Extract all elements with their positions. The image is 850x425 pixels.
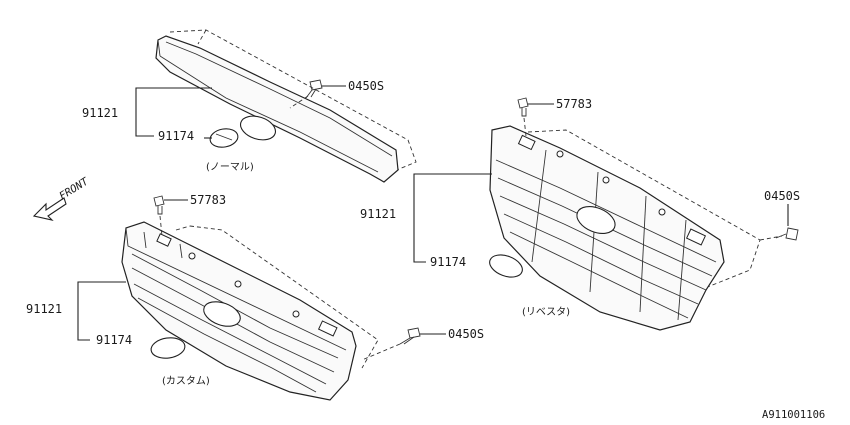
label-normal-grille: 91121: [82, 106, 118, 120]
label-revesta-screw: 0450S: [764, 189, 800, 203]
caption-custom: (カスタム): [162, 375, 210, 387]
emblem-icon: [209, 128, 239, 148]
clip-icon: [153, 195, 165, 237]
label-normal-screw: 0450S: [348, 79, 384, 93]
label-revesta-clip: 57783: [556, 97, 592, 111]
emblem-icon: [489, 254, 523, 278]
clip-icon: [517, 97, 529, 137]
label-revesta-grille: 91121: [360, 207, 396, 221]
label-custom-grille: 91121: [26, 302, 62, 316]
grille-revesta: 91121 91174 57783 0450S (リベスタ): [360, 97, 800, 331]
grille-normal: 91121 91174 0450S (ノーマル): [82, 29, 417, 183]
diagram-code: A911001106: [762, 409, 825, 421]
label-normal-emblem: 91174: [158, 129, 194, 143]
label-revesta-emblem: 91174: [430, 255, 466, 269]
emblem-icon: [150, 337, 186, 359]
caption-revesta: (リベスタ): [522, 306, 570, 318]
grille-custom: 91121 91174 57783 0450S (カスタム): [26, 193, 484, 401]
front-label: FRONT: [57, 175, 91, 202]
label-custom-emblem: 91174: [96, 333, 132, 347]
label-custom-clip: 57783: [190, 193, 226, 207]
front-arrow: FRONT: [32, 175, 91, 221]
label-custom-screw: 0450S: [448, 327, 484, 341]
screw-icon: [361, 327, 421, 361]
screw-icon: [289, 79, 323, 109]
caption-normal: (ノーマル): [206, 162, 254, 173]
screw-icon: [775, 227, 799, 241]
